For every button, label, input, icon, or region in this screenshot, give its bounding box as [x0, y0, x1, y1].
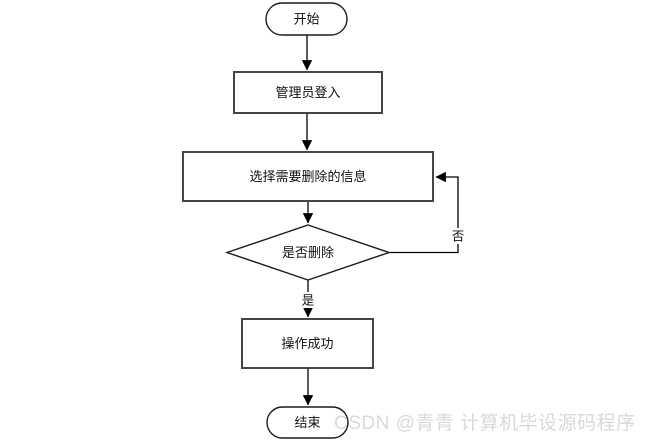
node-select-info: 选择需要删除的信息 — [182, 151, 434, 202]
node-start: 开始 — [265, 2, 348, 36]
edge-label-yes-text: 是 — [302, 294, 315, 308]
node-operation-success-label: 操作成功 — [281, 336, 333, 351]
node-confirm-delete-shape — [224, 224, 392, 281]
node-end-shape — [266, 406, 349, 439]
node-operation-success-shape — [241, 318, 374, 369]
flow-edges — [301, 35, 459, 406]
node-confirm-delete-label: 是否删除 — [282, 245, 334, 260]
node-select-info-shape — [182, 151, 434, 202]
node-start-shape — [265, 2, 348, 36]
node-end-label: 结束 — [294, 415, 320, 430]
edge-label-no-bg — [450, 228, 466, 244]
edge-label-yes-bg — [300, 292, 316, 308]
node-admin-login-shape — [233, 71, 383, 114]
node-select-info-label: 选择需要删除的信息 — [249, 169, 366, 184]
edge-decision-no-loopback — [389, 171, 459, 254]
node-start-label: 开始 — [293, 12, 319, 27]
node-operation-success: 操作成功 — [241, 318, 374, 369]
edge-label-yes: 是 — [300, 292, 316, 308]
csdn-watermark: CSDN @青青 计算机毕设源码程序 — [334, 412, 636, 434]
node-confirm-delete: 是否删除 — [224, 224, 392, 281]
edge-label-no: 否 — [450, 228, 466, 244]
edge-label-no-text: 否 — [452, 230, 465, 244]
node-admin-login: 管理员登入 — [233, 71, 383, 114]
node-admin-login-label: 管理员登入 — [275, 85, 340, 100]
node-end: 结束 — [266, 406, 349, 439]
